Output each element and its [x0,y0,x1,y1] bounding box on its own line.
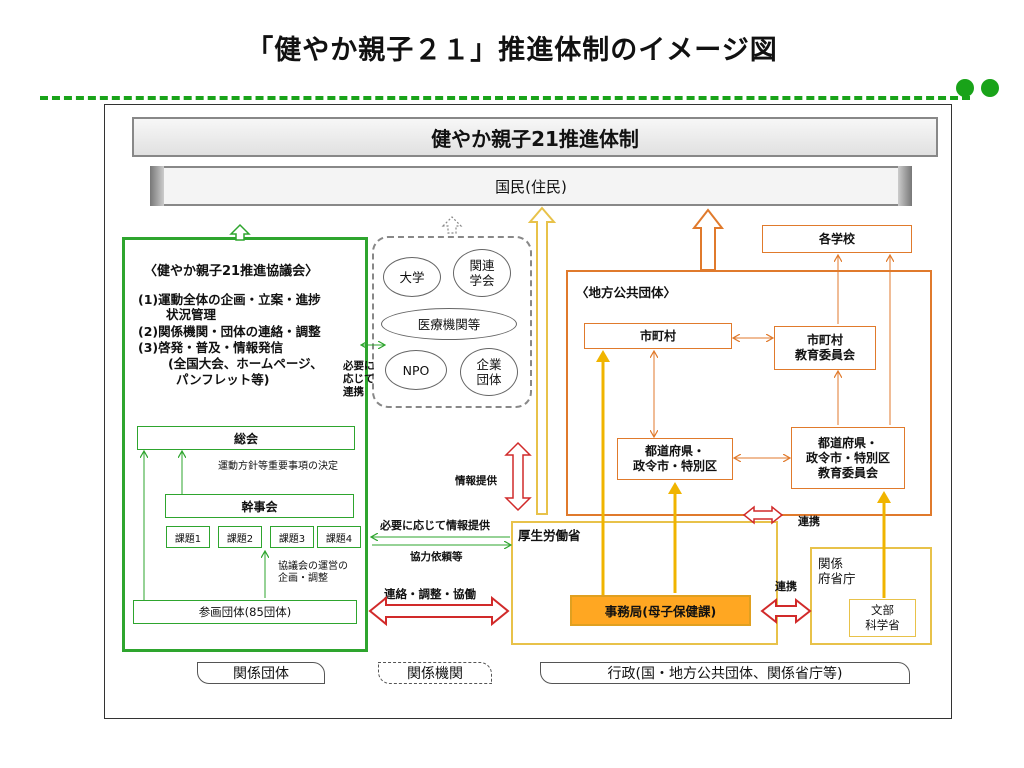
decision-note: 運動方針等重要事項の決定 [218,461,338,472]
footer-tag-gov: 行政(国・地方公共団体、関係省庁等) [540,662,910,684]
prefecture-board-line-3: 教育委員会 [817,465,878,480]
cooperation-label-2: 連携 [775,580,797,593]
academic-society-oval: 関連学会 [453,249,511,297]
citizens-label: 国民(住民) [495,177,567,196]
citizens-banner: 国民(住民) [150,166,912,206]
npo-oval: NPO [385,350,447,390]
green-dot-1 [956,79,974,97]
cooperation-label-1: 連携 [798,515,820,528]
council-item-2: (2)関係機関・団体の連絡・調整 [138,324,321,339]
cooperation-arrow-1 [742,505,784,525]
prefecture-line-2: 政令市・特別区 [632,459,717,473]
council-up-arrow [229,223,251,241]
council-item-3b: (全国大会、ホームページ、 [168,356,323,371]
office-to-pref-head [668,482,682,494]
council-heading: 〈健やか親子21推進協議会〉 [144,264,319,279]
office-to-muni-head [596,350,610,362]
page-title: 「健やか親子２１」推進体制のイメージ図 [246,35,778,66]
company-line-2: 団体 [476,372,502,387]
schools-box: 各学校 [762,225,912,253]
system-banner: 健やか親子21推進体制 [132,117,938,157]
prefecture-board-box: 都道府県・政令市・特別区教育委員会 [791,427,905,489]
council-item-1: (1)運動全体の企画・立案・進捗 [138,292,321,307]
mext-to-prefboard-head [877,491,891,503]
task-box-4: 課題4 [317,526,361,548]
institutions-group [372,236,532,408]
local-government-heading: 〈地方公共団体〉 [576,285,677,300]
member-orgs-box: 参画団体(85団体) [133,600,357,624]
info-provide-label: 情報提供 [455,475,497,487]
secretariat-box: 事務局(母子保健課) [570,595,751,626]
mext-line-1: 文部 [871,603,894,617]
localgov-up-arrow [691,208,725,271]
as-needed-line-1: 必要に [343,360,375,372]
mhlw-up-arrow [527,206,557,515]
task-box-2: 課題2 [218,526,262,548]
medical-institutions-oval: 医療機関等 [381,308,517,340]
as-needed-line-2: 応じて [343,373,375,385]
academic-line-2: 学会 [469,273,495,288]
council-item-1b: 状況管理 [166,307,217,322]
task-box-3: 課題3 [270,526,314,548]
municipality-box: 市町村 [584,323,732,349]
info-provide-arrow [504,441,532,512]
operation-note-2: 企画・調整 [278,573,328,584]
diagram-frame [104,104,952,719]
banner-bevel-right [898,166,912,206]
municipal-board-line-1: 市町村 [806,333,843,347]
task-box-1: 課題1 [166,526,210,548]
footer-tag-institutions: 関係機関 [378,662,492,684]
info-as-needed-label: 必要に応じて情報提供 [380,519,490,532]
prefecture-board-line-2: 政令市・特別区 [805,450,890,465]
green-dot-2 [981,79,999,97]
municipal-board-line-2: 教育委員会 [794,348,855,362]
coop-request-label: 協力依頼等 [410,551,463,563]
council-item-3: (3)啓発・普及・情報発信 [138,340,284,355]
ministries-line-1: 関係 [818,556,844,571]
title-divider [40,96,970,100]
university-oval: 大学 [383,257,441,297]
footer-tag-orgs: 関係団体 [197,662,325,684]
banner-bevel-left [150,166,164,206]
general-assembly-box: 総会 [137,426,355,450]
company-line-1: 企業 [476,357,502,372]
institutions-up-arrow [441,216,463,234]
cooperation-arrow-2 [760,597,812,625]
council-item-3c: パンフレット等) [176,372,270,387]
company-oval: 企業団体 [460,348,518,396]
prefecture-box: 都道府県・政令市・特別区 [617,438,733,480]
municipal-board-box: 市町村教育委員会 [774,326,876,370]
operation-note-1: 協議会の運営の [278,561,348,572]
mhlw-label: 厚生労働省 [518,528,581,543]
academic-line-1: 関連 [469,258,495,273]
prefecture-line-1: 都道府県・ [644,444,705,458]
steering-committee-box: 幹事会 [165,494,354,518]
liaison-coord-arrow [368,595,510,627]
ministries-line-2: 府省庁 [818,571,856,586]
as-needed-line-3: 連携 [343,386,364,398]
mext-box: 文部科学省 [849,599,916,637]
mext-line-2: 科学省 [865,618,900,632]
prefecture-board-line-1: 都道府県・ [817,435,878,450]
liaison-coord-label: 連絡・調整・協働 [384,587,476,601]
